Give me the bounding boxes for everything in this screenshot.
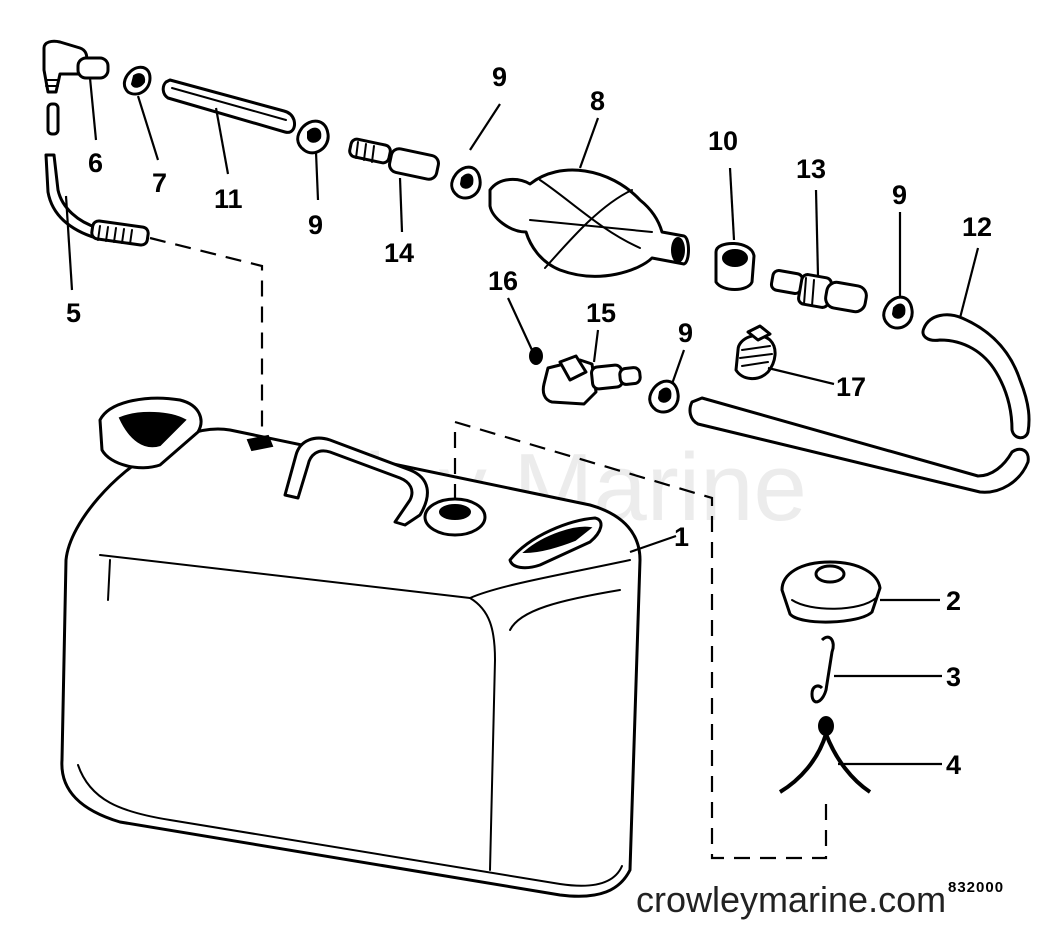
callout-leader-lines	[64, 77, 980, 766]
callout-14: 14	[384, 238, 414, 268]
primer-bulb	[488, 168, 690, 278]
callout-16: 16	[488, 266, 518, 296]
fuel-hose-outlet	[688, 396, 1030, 494]
callout-2: 2	[946, 586, 961, 616]
o-ring	[529, 347, 543, 365]
hose-clamp-9c	[882, 295, 914, 330]
retainer-clip	[778, 716, 872, 794]
callout-10: 10	[708, 126, 738, 156]
assembly-dashed-lines	[149, 236, 828, 860]
callout-9d: 9	[678, 318, 693, 348]
check-valve-sleeve	[714, 241, 756, 291]
quick-connector-13	[769, 268, 868, 314]
hose-clamp-9b	[450, 165, 482, 200]
fuel-tank	[60, 396, 642, 898]
callout-15: 15	[586, 298, 616, 328]
hose-clamp-7	[122, 65, 152, 96]
cap-chain-hook	[810, 635, 835, 704]
callout-11: 11	[214, 184, 243, 214]
callout-5: 5	[66, 298, 81, 328]
tank-fuel-connector	[541, 354, 642, 406]
hose-clamp-9a	[296, 119, 330, 155]
callout-9a: 9	[308, 210, 323, 240]
callout-8: 8	[590, 86, 605, 116]
drawing-code: 832000	[948, 879, 1004, 896]
callout-9b: 9	[492, 62, 507, 92]
callout-17: 17	[836, 372, 866, 402]
hose-connector-14	[348, 137, 440, 181]
hose-clamp-17	[734, 324, 777, 380]
callout-7: 7	[152, 168, 167, 198]
callout-13: 13	[796, 154, 826, 184]
elbow-fitting	[42, 39, 110, 94]
fuel-hose-11	[161, 78, 296, 134]
fuel-hose-12	[921, 313, 1031, 440]
callout-12: 12	[962, 212, 992, 242]
callout-3: 3	[946, 662, 961, 692]
callout-4: 4	[946, 750, 961, 780]
footer-url[interactable]: crowleymarine.com	[636, 879, 946, 920]
filler-cap	[780, 560, 882, 624]
callout-9c: 9	[892, 180, 907, 210]
callout-1: 1	[674, 522, 689, 552]
pickup-tube	[44, 102, 150, 247]
callout-labels: 6 7 11 9 14 9 8 10 13 9 12 5 16 15 9 17 …	[66, 62, 992, 780]
callout-6: 6	[88, 148, 103, 178]
hose-clamp-9d	[648, 379, 680, 414]
